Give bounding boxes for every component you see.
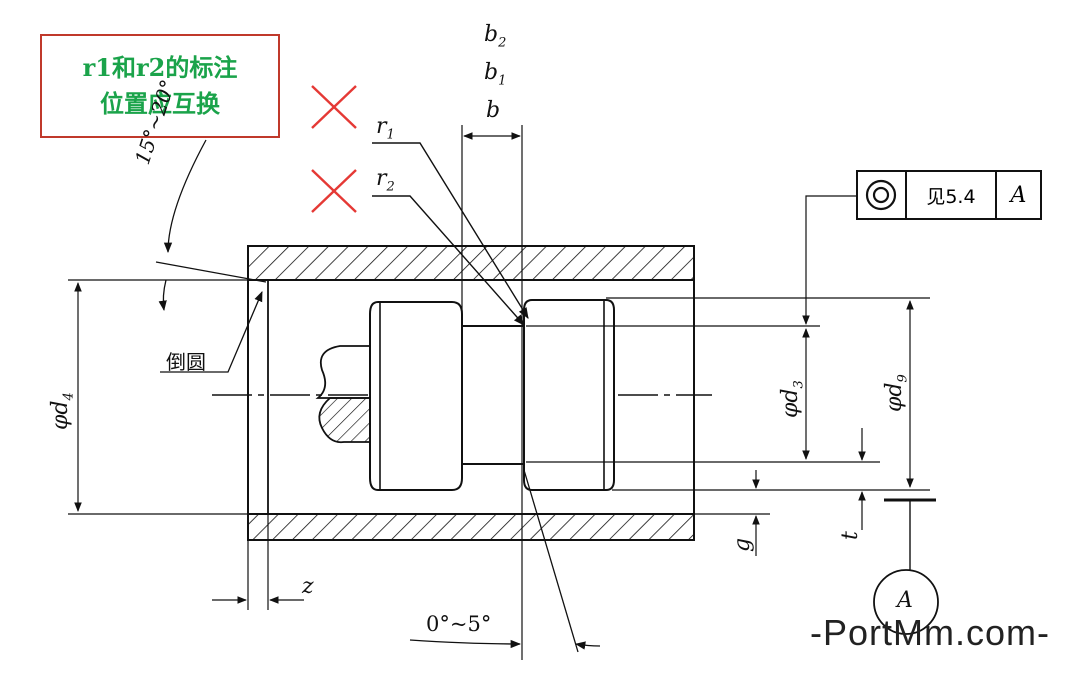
r2-leader [372, 195, 525, 326]
label-t: t [838, 531, 863, 540]
label-taper-angle: 0°~5° [426, 612, 492, 636]
shaft-stub [315, 345, 370, 399]
shaft-break-section [318, 397, 371, 444]
cross-mark-r2 [311, 169, 357, 213]
label-datum-a: A [897, 588, 913, 613]
angle-arc-top [163, 139, 207, 254]
label-b1: b1 [484, 60, 507, 89]
note-line-1: r1和r2的标注 [82, 53, 238, 82]
cross-mark-r1 [311, 85, 357, 129]
sleeve-bottom-wall [247, 513, 695, 541]
fillet-leader [160, 291, 263, 373]
sleeve-top-wall [247, 245, 695, 281]
note-line-2: 位置应互换 [100, 89, 220, 118]
label-g: g [730, 537, 755, 552]
angle-arc-top-2 [158, 279, 167, 312]
chamfer-line [155, 261, 267, 283]
label-r1: r1 [376, 114, 395, 143]
correction-note: r1和r2的标注 位置应互换 [40, 34, 280, 138]
watermark: -PortMm.com- [810, 612, 1050, 653]
label-r2: r2 [376, 166, 395, 195]
taper-line [523, 469, 579, 653]
concentricity-icon [858, 172, 907, 218]
fcf-datum: A [1010, 182, 1027, 208]
feature-control-frame: 见5.4 A [856, 170, 1042, 220]
label-fillet: 倒圆 [166, 350, 206, 374]
fcf-tolerance: 见5.4 [907, 172, 997, 218]
fcf-leader [802, 195, 856, 325]
r1-leader [372, 142, 529, 319]
label-b2: b2 [484, 22, 507, 51]
piston-left-land [369, 301, 463, 491]
angle-arc-bottom-2 [574, 641, 601, 650]
label-d4: φd4 [48, 392, 77, 430]
piston-right-land [523, 299, 615, 491]
piston-groove-neck [461, 325, 525, 465]
angle-arc-bottom [409, 639, 522, 649]
label-d3: φd3 [778, 380, 807, 418]
label-b: b [486, 98, 501, 123]
label-z: z [302, 574, 314, 599]
datum-circle [873, 569, 939, 635]
label-d9: φd9 [882, 374, 911, 412]
